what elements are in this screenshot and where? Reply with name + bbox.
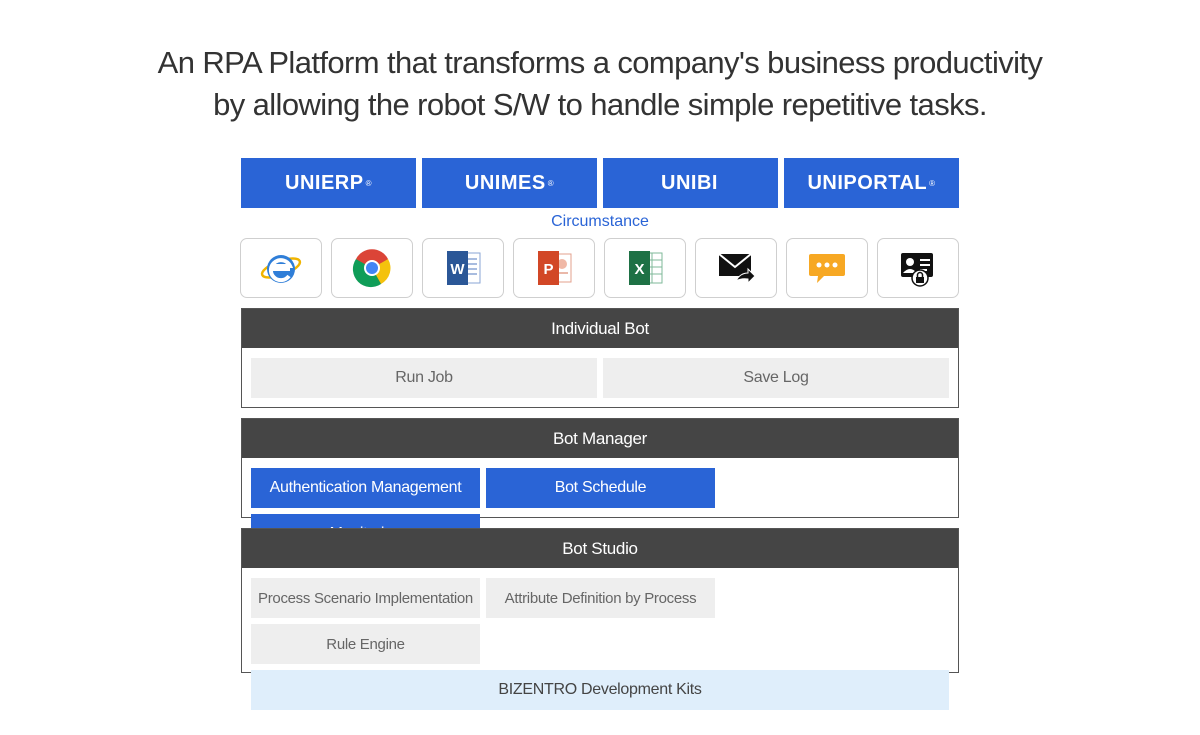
chrome-icon xyxy=(352,249,391,288)
app-tile-word: W xyxy=(422,238,504,298)
secure-id-card-icon xyxy=(901,253,933,287)
product-bar: UNIERP® UNIMES® UNIBI UNIPORTAL® xyxy=(241,158,959,208)
app-tile-secure-id xyxy=(877,238,959,298)
individual-bot-panel: Individual Bot Run Job Save Log xyxy=(241,308,959,408)
bot-studio-panel: Bot Studio Process Scenario Implementati… xyxy=(241,528,959,710)
app-tile-excel: X xyxy=(604,238,686,298)
save-log-box: Save Log xyxy=(603,358,949,398)
registered-mark: ® xyxy=(365,178,372,188)
product-uniportal: UNIPORTAL® xyxy=(784,158,959,208)
powerpoint-icon: P xyxy=(538,251,572,285)
product-unimes: UNIMES® xyxy=(422,158,597,208)
svg-text:P: P xyxy=(543,261,553,278)
svg-text:X: X xyxy=(634,261,644,278)
app-tile-internet-explorer xyxy=(240,238,322,298)
email-forward-icon xyxy=(718,253,756,285)
headline-line-2: by allowing the robot S/W to handle simp… xyxy=(213,87,987,122)
rule-engine-box: Rule Engine xyxy=(251,624,480,664)
product-unibi-name: UNIBI xyxy=(661,171,718,194)
headline: An RPA Platform that transforms a compan… xyxy=(0,42,1200,126)
bot-studio-body: Process Scenario Implementation Attribut… xyxy=(242,568,958,720)
bot-manager-panel: Bot Manager Authentication Management Bo… xyxy=(241,418,959,554)
app-icon-row: W P X xyxy=(240,238,959,298)
product-unimes-name: UNIMES xyxy=(464,171,546,194)
word-icon: W xyxy=(447,251,481,285)
bot-studio-title: Bot Studio xyxy=(242,529,958,568)
app-tile-chrome xyxy=(331,238,413,298)
individual-bot-body: Run Job Save Log xyxy=(242,348,958,408)
registered-mark: ® xyxy=(547,178,555,188)
registered-mark: ® xyxy=(929,178,936,188)
authentication-management-box: Authentication Management xyxy=(251,468,480,508)
chat-bubble-icon xyxy=(809,254,845,283)
product-unierp: UNIERP® xyxy=(241,158,416,208)
headline-line-1: An RPA Platform that transforms a compan… xyxy=(157,45,1043,80)
run-job-box: Run Job xyxy=(251,358,597,398)
development-kits-box: BIZENTRO Development Kits xyxy=(251,670,949,710)
bot-manager-title: Bot Manager xyxy=(242,419,958,458)
bot-schedule-box: Bot Schedule xyxy=(486,468,715,508)
app-tile-chat xyxy=(786,238,868,298)
individual-bot-title: Individual Bot xyxy=(242,309,958,348)
app-tile-powerpoint: P xyxy=(513,238,595,298)
circumstance-label: Circumstance xyxy=(551,213,649,230)
product-uniportal-name: UNIPORTAL xyxy=(807,171,928,194)
svg-text:W: W xyxy=(450,261,465,278)
product-unibi: UNIBI xyxy=(603,158,778,208)
attribute-definition-box: Attribute Definition by Process xyxy=(486,578,715,618)
app-tile-email xyxy=(695,238,777,298)
product-unierp-name: UNIERP xyxy=(285,171,364,194)
excel-icon: X xyxy=(629,251,663,285)
process-scenario-box: Process Scenario Implementation xyxy=(251,578,480,618)
internet-explorer-icon xyxy=(260,255,302,283)
